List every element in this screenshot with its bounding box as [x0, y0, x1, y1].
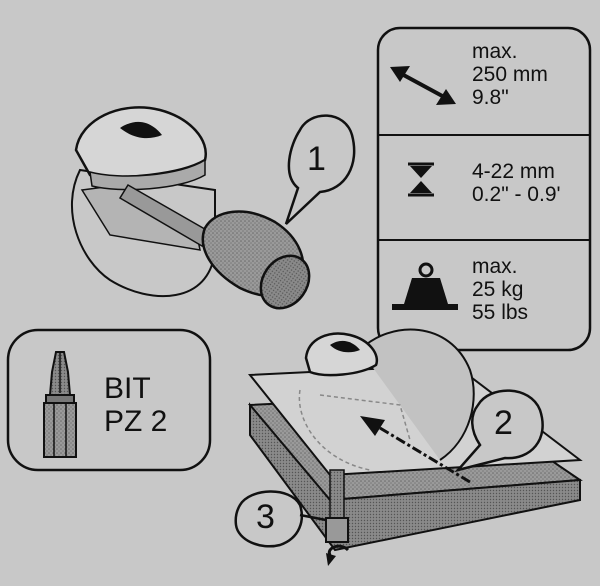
spec-1-line-3: 9.8"	[472, 86, 509, 109]
clamp-with-screwdriver	[71, 106, 311, 310]
spec-3-text: max. 25 kg 55 lbs	[472, 255, 528, 324]
step-2-number: 2	[494, 404, 513, 442]
bit-label: BIT PZ 2	[104, 372, 167, 438]
step-3-number: 3	[256, 498, 275, 536]
spec-3-line-2: 25 kg	[472, 278, 524, 301]
spec-1-line-1: max.	[472, 40, 518, 63]
spec-2-line-1: 4-22 mm	[472, 160, 555, 183]
bit-label-line-1: BIT	[104, 372, 151, 405]
step-1-number: 1	[307, 140, 326, 178]
step-3-callout	[234, 490, 327, 548]
clamp-screw	[325, 469, 350, 566]
step-1-callout	[284, 114, 356, 225]
clamp-range-icon	[408, 162, 434, 197]
spec-1-text: max. 250 mm 9.8"	[472, 40, 548, 109]
spec-1-line-2: 250 mm	[472, 63, 548, 86]
step-2-callout	[454, 389, 544, 473]
spec-2-text: 4-22 mm 0.2" - 0.9'	[472, 160, 561, 206]
spec-3-line-1: max.	[472, 255, 518, 278]
screwdriver-bit-icon	[43, 351, 77, 458]
spec-3-line-3: 55 lbs	[472, 301, 529, 324]
weight-icon	[392, 262, 458, 310]
double-arrow-icon	[390, 66, 456, 105]
spec-2-line-2: 0.2" - 0.9'	[472, 183, 561, 206]
bit-label-line-2: PZ 2	[104, 405, 168, 438]
